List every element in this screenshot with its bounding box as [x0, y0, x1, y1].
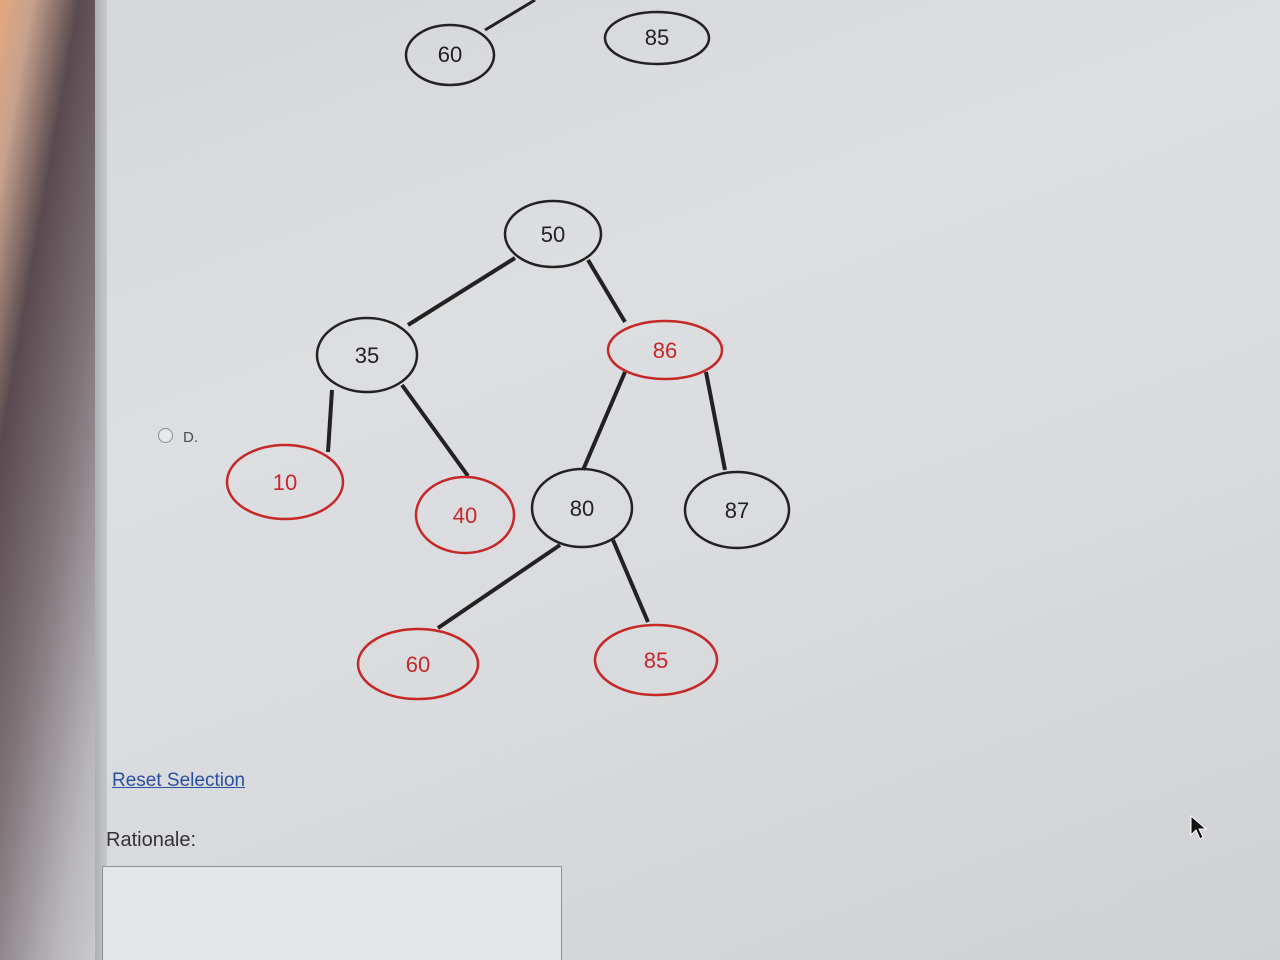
edge-80-85	[611, 539, 650, 623]
previous-option-tree-fragment: 60 85	[404, 0, 711, 87]
tree-node-35: 35	[315, 316, 419, 394]
tree-node-60-label: 60	[406, 652, 430, 677]
tree-node-60: 60	[356, 627, 480, 701]
mouse-pointer-icon	[1190, 815, 1208, 840]
fragment-node-60: 60	[404, 23, 496, 87]
tree-node-50-label: 50	[541, 222, 565, 247]
tree-node-40-label: 40	[453, 503, 477, 528]
edge-35-10	[326, 389, 334, 453]
tree-node-86: 86	[606, 319, 724, 381]
tree-node-10-label: 10	[273, 470, 297, 495]
tree-node-85-label: 85	[644, 648, 668, 673]
edge-86-87	[704, 371, 727, 471]
rationale-textarea[interactable]	[102, 866, 562, 960]
edge-80-60	[436, 543, 562, 630]
rationale-label: Rationale:	[106, 829, 197, 851]
tree-node-85: 85	[593, 623, 719, 697]
tree-node-50: 50	[503, 199, 603, 269]
fragment-node-85-label: 85	[645, 25, 669, 50]
fragment-node-85: 85	[603, 10, 711, 66]
tree-node-35-label: 35	[355, 343, 379, 368]
tree-node-87: 87	[683, 470, 791, 550]
edge-35-40	[400, 383, 470, 478]
edge-50-86	[586, 258, 627, 324]
tree-node-80-label: 80	[570, 496, 594, 521]
tree-node-80: 80	[530, 467, 634, 549]
option-d-tree: 50 35 86 10 40 80 87 60	[225, 199, 791, 701]
edge-86-80	[581, 371, 627, 471]
screen-bezel	[0, 0, 95, 960]
screen-edge	[95, 0, 107, 960]
option-d-radio[interactable]	[158, 428, 173, 443]
fragment-node-60-label: 60	[438, 42, 462, 67]
tree-node-10: 10	[225, 443, 345, 521]
option-d-label: D.	[183, 429, 198, 446]
tree-edges	[326, 256, 727, 630]
edge-50-35	[406, 256, 517, 327]
tree-node-87-label: 87	[725, 498, 749, 523]
edge-fragment	[484, 0, 536, 32]
reset-selection-link[interactable]: Reset Selection	[112, 770, 246, 791]
tree-node-86-label: 86	[653, 338, 677, 363]
tree-node-40: 40	[414, 475, 516, 555]
